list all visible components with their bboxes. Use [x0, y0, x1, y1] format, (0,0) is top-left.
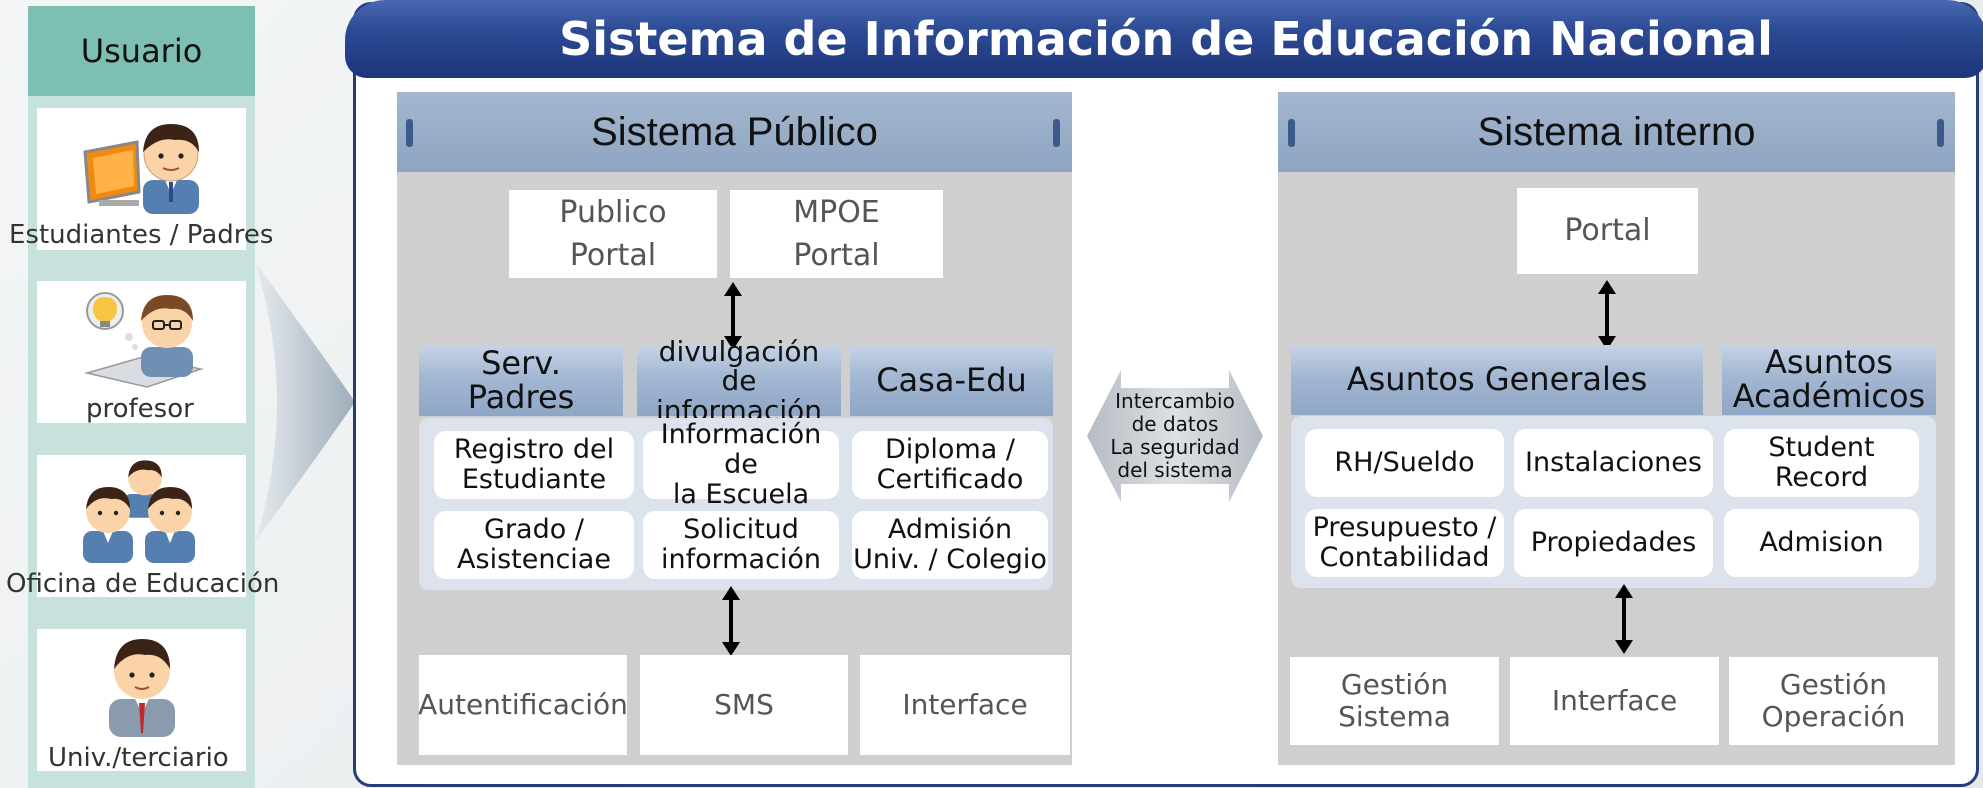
asuntos-generales-header: Asuntos Generales [1291, 345, 1703, 415]
internal-interface-box[interactable]: Interface [1510, 657, 1719, 745]
service-propiedades[interactable]: Propiedades [1514, 509, 1713, 577]
service-registro[interactable]: Registro del Estudiante [434, 431, 634, 499]
service-presupuesto[interactable]: Presupuesto / Contabilidad [1305, 509, 1504, 577]
user-label-office: Oficina de Educación [6, 569, 280, 599]
service-informacion-escuela[interactable]: Información de la Escuela [643, 420, 839, 509]
service-solicitud[interactable]: Solicitud información [643, 511, 839, 579]
sms-box[interactable]: SMS [640, 655, 848, 755]
public-system-header: Sistema Público [397, 92, 1072, 172]
user-header: Usuario [28, 6, 255, 96]
office-group-icon [82, 460, 195, 563]
service-diploma[interactable]: Diploma / Certificado [852, 431, 1048, 499]
autentificacion-box[interactable]: Autentificación [418, 655, 628, 755]
student-computer-icon [82, 124, 199, 214]
arrow-internal-portal [1598, 280, 1616, 350]
flow-chevron-icon [255, 262, 355, 542]
teacher-icon [83, 292, 204, 388]
internal-system-title: Sistema interno [1477, 109, 1756, 154]
service-admision[interactable]: Admision [1724, 509, 1919, 577]
user-card-teacher: profesor [37, 281, 246, 423]
service-grado[interactable]: Grado / Asistenciae [434, 511, 634, 579]
service-admision-univ[interactable]: Admisión Univ. / Colegio [852, 511, 1048, 579]
arrow-internal-bottom [1615, 584, 1633, 654]
header-tick-left [406, 119, 413, 147]
user-label-teacher: profesor [86, 394, 194, 424]
public-interface-box[interactable]: Interface [860, 655, 1070, 755]
header-tick-left-2 [1288, 119, 1295, 147]
mpoe-portal-box[interactable]: MPOE Portal [730, 190, 943, 278]
data-exchange-arrow-icon [1087, 370, 1263, 502]
user-label-university: Univ./terciario [48, 743, 229, 773]
user-card-office: Oficina de Educación [6, 455, 279, 597]
service-rh-sueldo[interactable]: RH/Sueldo [1305, 429, 1504, 497]
user-card-university: Univ./terciario [37, 629, 246, 771]
service-student-record[interactable]: Student Record [1724, 429, 1919, 497]
public-portal-box[interactable]: Publico Portal [509, 190, 717, 278]
public-system-title: Sistema Público [591, 109, 878, 154]
asuntos-academicos-header: Asuntos Académicos [1722, 345, 1936, 415]
internal-system-header: Sistema interno [1278, 92, 1955, 172]
user-card-students: Estudiantes / Padres [9, 108, 273, 250]
internal-portal-box[interactable]: Portal [1517, 188, 1698, 274]
divulgacion-header: divulgación de información [637, 337, 841, 425]
header-tick-right [1053, 119, 1060, 147]
arrow-portal-services [724, 282, 742, 350]
casa-edu-header: Casa-Edu [850, 346, 1053, 416]
arrow-services-bottom [722, 586, 740, 656]
serv-padres-header: Serv. Padres [419, 346, 623, 416]
gestion-operacion-box[interactable]: Gestión Operación [1729, 657, 1938, 745]
service-instalaciones[interactable]: Instalaciones [1514, 429, 1713, 497]
title-bar: Sistema de Información de Educación Naci… [345, 0, 1983, 78]
university-person-icon [108, 639, 175, 737]
gestion-sistema-box[interactable]: Gestión Sistema [1290, 657, 1499, 745]
header-tick-right-2 [1937, 119, 1944, 147]
data-exchange-text: Intercambio de datos La seguridad del si… [1110, 389, 1240, 482]
page-title: Sistema de Información de Educación Naci… [559, 12, 1773, 66]
user-label-students: Estudiantes / Padres [9, 220, 274, 250]
